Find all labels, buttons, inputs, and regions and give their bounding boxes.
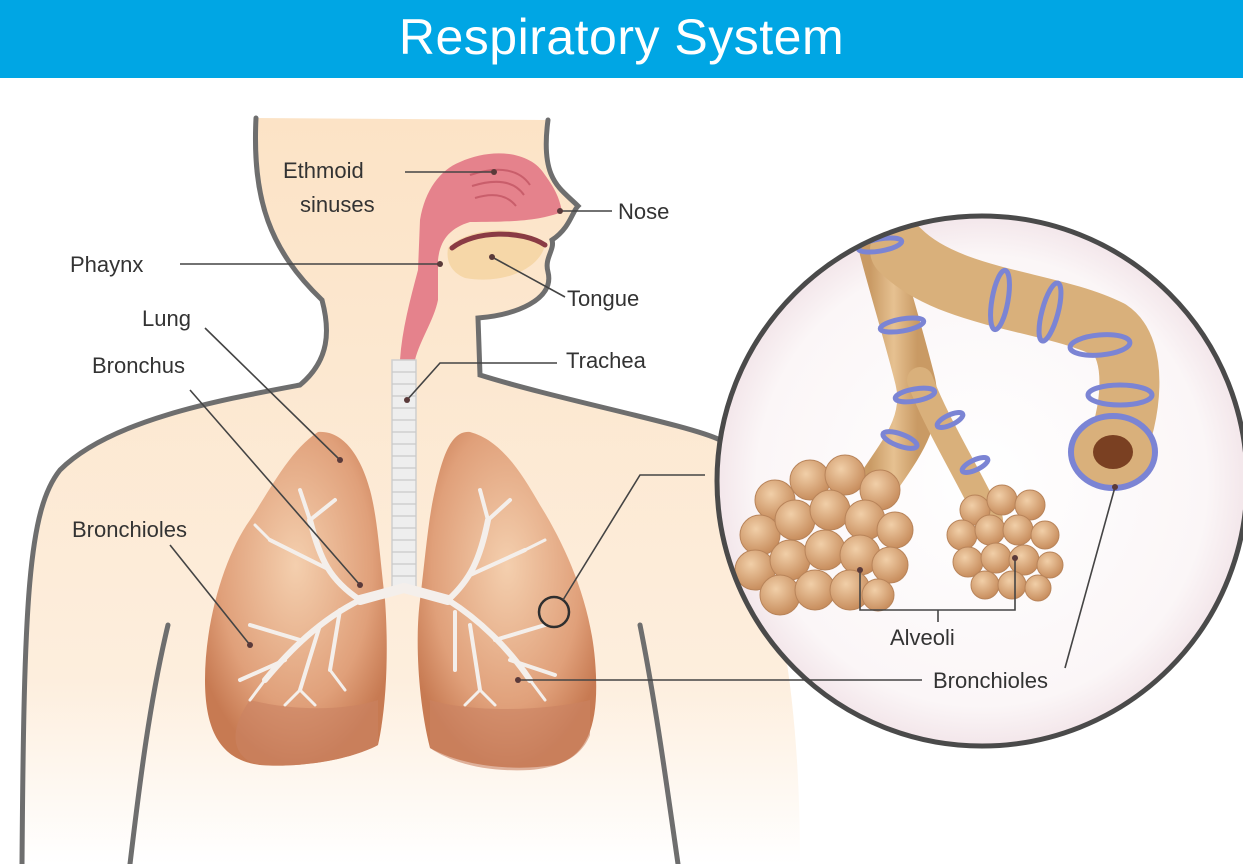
detail-circle — [717, 210, 1243, 746]
label-bronchioles-right: Bronchioles — [933, 668, 1048, 693]
label-trachea: Trachea — [566, 348, 647, 373]
label-nose: Nose — [618, 199, 669, 224]
label-ethmoid-line2: sinuses — [300, 192, 375, 217]
label-alveoli: Alveoli — [890, 625, 955, 650]
label-lung: Lung — [142, 306, 191, 331]
label-phaynx: Phaynx — [70, 252, 143, 277]
label-tongue: Tongue — [567, 286, 639, 311]
label-bronchus: Bronchus — [92, 353, 185, 378]
label-ethmoid-line1: Ethmoid — [283, 158, 364, 183]
label-bronchioles-left: Bronchioles — [72, 517, 187, 542]
